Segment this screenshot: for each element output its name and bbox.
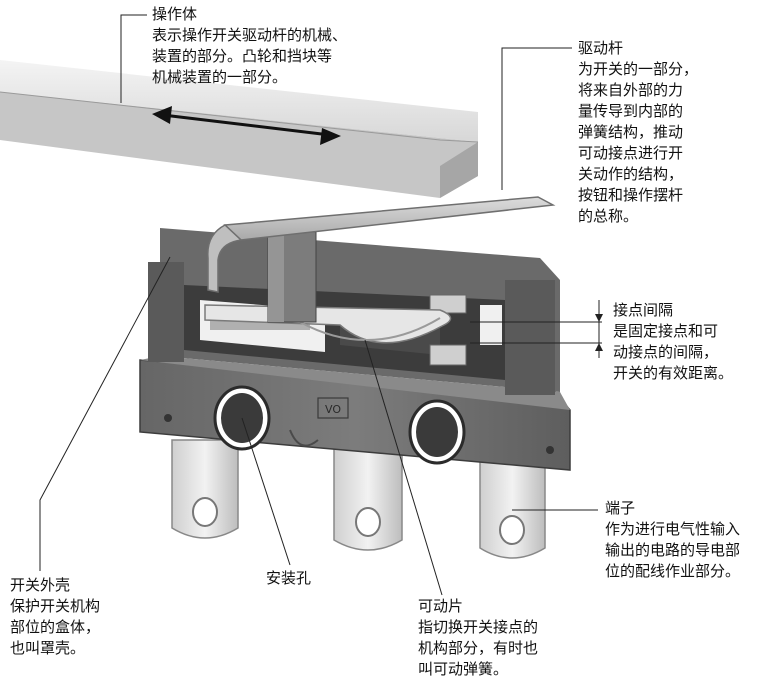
- label-lever: 驱动杆 为开关的一部分， 将来自外部的力 量传导到内部的 弹簧结构，推动 可动接…: [578, 38, 698, 227]
- label-housing-title: 开关外壳: [10, 576, 71, 594]
- label-lever-title: 驱动杆: [578, 39, 624, 57]
- leader-lever: [501, 47, 572, 190]
- label-movable-spring: 可动片 指切换开关接点的 机构部分，有时也 叫可动弹簧。: [418, 596, 538, 680]
- label-housing-desc: 保护开关机构 部位的盒体， 也叫罩壳。: [10, 597, 101, 657]
- movable-spring: [204, 304, 452, 344]
- body-marking: VO: [325, 403, 341, 416]
- leader-hole: [241, 417, 291, 566]
- label-movable-spring-desc: 指切换开关接点的 机构部分，有时也 叫可动弹簧。: [418, 618, 539, 678]
- label-contact-gap-title: 接点间隔: [613, 301, 674, 319]
- label-mounting-hole: 安装孔: [266, 568, 311, 589]
- actuator-lever: [207, 196, 556, 293]
- label-mounting-hole-title: 安装孔: [266, 569, 312, 587]
- motion-arrow: [152, 106, 341, 145]
- label-actuator-title: 操作体: [152, 5, 198, 23]
- terminal-left: [171, 439, 239, 539]
- leader-lines: [39, 14, 603, 596]
- label-contact-gap: 接点间隔 是固定接点和可 动接点的间隔， 开关的有效距离。: [613, 300, 733, 384]
- label-actuator: 操作体 表示操作开关驱动杆的机械、 装置的部分。凸轮和挡块等 机械装置的一部分。: [152, 4, 347, 88]
- plunger: [267, 231, 317, 323]
- mounting-hole-right: [408, 399, 466, 465]
- leader-actuator: [120, 14, 147, 103]
- terminal-middle: [333, 444, 403, 551]
- label-housing: 开关外壳 保护开关机构 部位的盒体， 也叫罩壳。: [10, 575, 100, 659]
- label-actuator-desc: 表示操作开关驱动杆的机械、 装置的部分。凸轮和挡块等 机械装置的一部分。: [152, 26, 348, 86]
- actuator-bar: [0, 60, 479, 198]
- label-terminal-desc: 作为进行电气性输入 输出的电路的导电部 位的配线作业部分。: [605, 520, 741, 580]
- leader-housing: [39, 256, 171, 571]
- label-movable-spring-title: 可动片: [418, 597, 464, 615]
- label-contact-gap-desc: 是固定接点和可 动接点的间隔， 开关的有效距离。: [613, 322, 734, 382]
- label-terminal-title: 端子: [605, 499, 636, 517]
- leader-spring: [364, 339, 443, 596]
- label-lever-desc: 为开关的一部分， 将来自外部的力 量传导到内部的 弹簧结构，推动 可动接点进行开…: [578, 60, 699, 225]
- label-terminal: 端子 作为进行电气性输入 输出的电路的导电部 位的配线作业部分。: [605, 498, 740, 582]
